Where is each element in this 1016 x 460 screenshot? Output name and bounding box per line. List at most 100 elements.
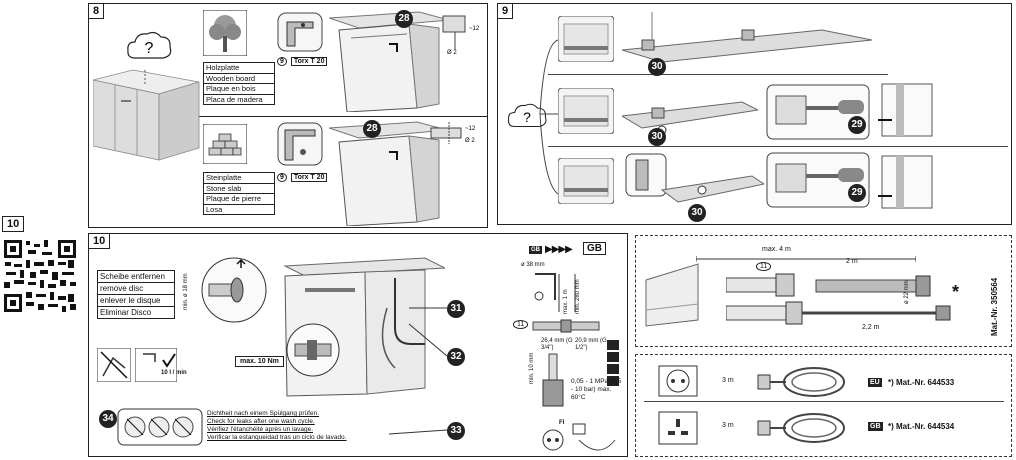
step-32-marker: 32 bbox=[447, 348, 465, 366]
pressure-label: 0,05 - 1 MPa (0,5 - 10 bar) max. 60°C bbox=[571, 378, 622, 401]
thread-size-2: 20,9 mm (G 1/2") bbox=[575, 338, 607, 351]
cabinet-illustration bbox=[93, 69, 200, 161]
step-29-marker: 29 bbox=[848, 116, 866, 134]
country-code-block bbox=[607, 364, 619, 374]
min-diameter-label: min. ø 18 mm bbox=[183, 273, 189, 310]
panel-9-divider-2 bbox=[548, 146, 1008, 147]
screwdriver-detail-2 bbox=[766, 152, 870, 208]
svg-text:Ø 2: Ø 2 bbox=[465, 138, 475, 144]
panel-8-divider bbox=[197, 116, 487, 117]
adapter-fitting-icon bbox=[532, 319, 600, 333]
stone-label: Plaque de pierre bbox=[204, 194, 274, 205]
country-code-block bbox=[607, 352, 619, 362]
leak-check-line: Dichtheit nach einem Spülgang prüfen. bbox=[207, 410, 320, 417]
gb-mat-number: *) Mat.-Nr. 644534 bbox=[888, 422, 955, 431]
step-30-marker: 30 bbox=[648, 58, 666, 76]
hose-clamp-closeup bbox=[286, 323, 340, 377]
stone-label-list: Steinplatte Stone slab Plaque de pierre … bbox=[203, 172, 275, 215]
leak-check-line: Vérifiez l'étanchéité après un lavage. bbox=[207, 426, 314, 433]
socket-check-icon bbox=[542, 423, 616, 451]
step-9-circle: 9 bbox=[277, 57, 287, 66]
country-code-block bbox=[607, 376, 619, 386]
gb-target-label: GB bbox=[583, 242, 606, 255]
length-22m-label: 2,2 m bbox=[862, 324, 880, 331]
leak-check-line: Check for leaks after one wash cycle. bbox=[207, 418, 315, 425]
eu-region-badge: EU bbox=[868, 378, 882, 387]
dishwasher-corner-illustration bbox=[645, 263, 699, 327]
step-29-marker: 29 bbox=[848, 184, 866, 202]
question-cloud-icon: ? bbox=[127, 31, 172, 59]
panel-8: 8 ? Holzplatte Wooden board Plaque en bo… bbox=[88, 3, 488, 228]
eu-mat-number: *) Mat.-Nr. 644533 bbox=[888, 378, 955, 387]
disc-label: Eliminar Disco bbox=[100, 308, 152, 317]
power-cable-panel: 3 m EU *) Mat.-Nr. 644533 3 m GB *) Mat.… bbox=[635, 354, 1012, 457]
gb-cable-illustration bbox=[757, 413, 845, 443]
step-28-marker: 28 bbox=[363, 120, 381, 138]
gb-badge: GB bbox=[529, 246, 542, 254]
eu-socket-icon bbox=[658, 365, 698, 397]
dishwasher-install-illustration-top bbox=[329, 11, 449, 112]
door-edge-detail-1 bbox=[878, 83, 933, 137]
step-34-marker: 34 bbox=[99, 410, 117, 428]
panel-9-divider-1 bbox=[548, 74, 888, 75]
dim-side-text: Ø 2 bbox=[447, 50, 457, 56]
wood-label: Placa de madera bbox=[206, 94, 263, 104]
panel-10-number: 10 bbox=[88, 233, 111, 249]
bracket-detail-illustration bbox=[277, 12, 323, 52]
no-kink-icon bbox=[97, 348, 131, 382]
dishwasher-install-illustration-bottom bbox=[329, 121, 447, 226]
disc-label: enlever le disque bbox=[98, 295, 174, 307]
step-31-marker: 31 bbox=[447, 300, 465, 318]
torque-label: max. 10 Nm bbox=[235, 356, 284, 367]
cabinet-thumb-3 bbox=[558, 158, 614, 204]
svg-text:?: ? bbox=[145, 40, 154, 57]
step-33-marker: 33 bbox=[447, 422, 465, 440]
step-30-marker: 30 bbox=[688, 204, 706, 222]
wood-label: Plaque en bois bbox=[204, 84, 274, 95]
disc-label: remove disc bbox=[98, 283, 174, 295]
svg-text:?: ? bbox=[523, 109, 531, 125]
max-length-label: max. 4 m bbox=[762, 246, 791, 253]
fi-label: FI bbox=[559, 420, 565, 426]
leak-check-line: Verificar la estanqueidad tras un ciclo … bbox=[207, 434, 347, 441]
gb-region-badge: GB bbox=[868, 422, 883, 431]
remove-disc-label-list: Scheibe entfernen remove disc enlever le… bbox=[97, 270, 175, 319]
torx-size: Torx T 20 bbox=[290, 173, 328, 182]
foot-adjust-illustration-3 bbox=[625, 153, 764, 203]
flow-rate-label: 10 l / min bbox=[161, 370, 187, 376]
stone-label: Stone slab bbox=[204, 184, 274, 194]
panel-9: 9 ? 30 30 bbox=[497, 3, 1012, 225]
question-cloud-icon: ? bbox=[508, 103, 547, 128]
screwdriver-detail-1 bbox=[766, 84, 870, 140]
gb-socket-icon bbox=[658, 411, 698, 445]
length-2m-label: 2 m bbox=[846, 258, 858, 265]
drain-diameter-label: ø 38 mm bbox=[521, 262, 545, 268]
hose-diameter-label: ø 22 mm bbox=[904, 280, 910, 304]
hose-mat-number: Mat.-Nr. 350564 bbox=[990, 277, 999, 336]
torx-size: Torx T 20 bbox=[290, 57, 328, 66]
drain-height-diagram bbox=[534, 273, 576, 312]
leak-check-text: Dichtheit nach einem Spülgang prüfen. Ch… bbox=[207, 410, 346, 442]
dim-top-text: ~12 bbox=[469, 26, 480, 32]
panel-8-number: 8 bbox=[88, 3, 105, 19]
step-30-marker: 30 bbox=[648, 128, 666, 146]
footnote-star: * bbox=[952, 282, 960, 302]
eu-cable-length: 3 m bbox=[722, 377, 734, 384]
drain-connection-closeup bbox=[201, 257, 267, 323]
country-codes bbox=[607, 340, 619, 386]
step-28-marker: 28 bbox=[395, 10, 413, 28]
torx-label: 9 Torx T 20 bbox=[277, 57, 328, 66]
disc-label: Scheibe entfernen bbox=[98, 271, 174, 283]
cabinet-thumb-1 bbox=[558, 16, 614, 62]
step-11-circle: 11 bbox=[756, 262, 772, 271]
hose-extension-panel: max. 4 m 11 2 m ø 22 mm 2,2 m * Mat.-Nr.… bbox=[635, 235, 1012, 347]
eu-cable-illustration bbox=[757, 367, 845, 397]
max-height-label: max. 1 m bbox=[563, 289, 569, 314]
leader-lines bbox=[389, 307, 448, 435]
svg-text:~12: ~12 bbox=[465, 126, 476, 132]
water-flow-icon bbox=[135, 348, 177, 382]
stone-label: Steinplatte bbox=[204, 173, 274, 184]
brick-icon bbox=[203, 124, 247, 164]
panel-9-number: 9 bbox=[497, 3, 514, 19]
stone-label: Losa bbox=[206, 204, 223, 214]
